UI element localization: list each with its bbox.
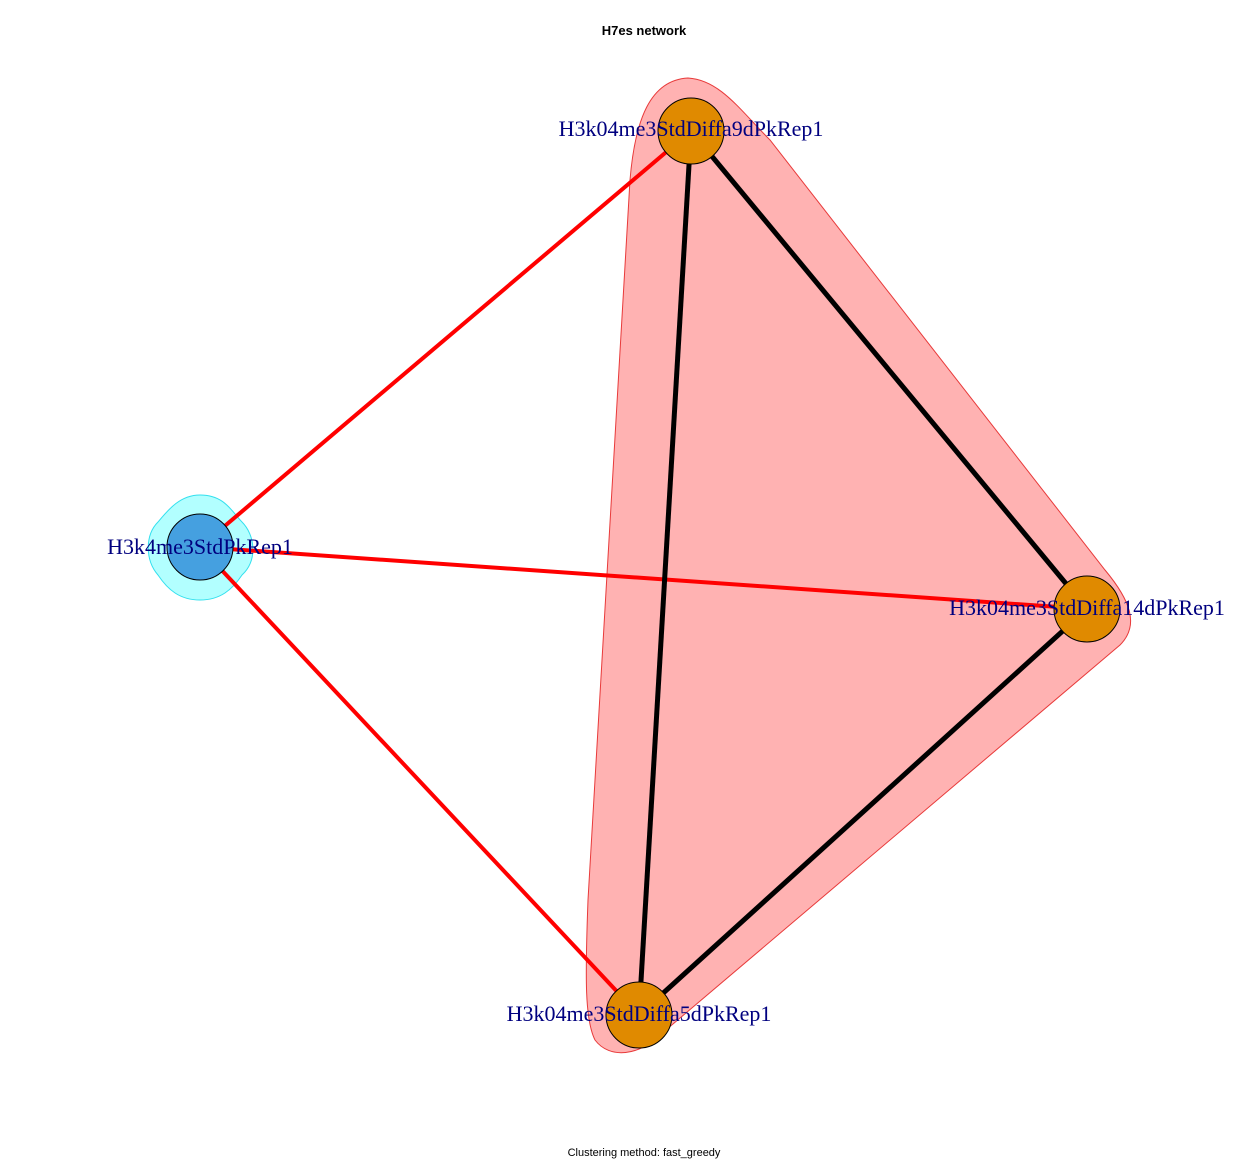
node-n_top — [657, 97, 725, 165]
node-n_bottom — [605, 981, 673, 1049]
figure-title: H7es network — [602, 23, 687, 38]
node-label-n_right: H3k04me3StdDiffa14dPkRep1 — [949, 595, 1225, 620]
node-n_right — [1053, 575, 1121, 643]
figure-subtitle: Clustering method: fast_greedy — [568, 1147, 721, 1159]
edges-layer — [198, 129, 1089, 1017]
nodes-layer — [166, 97, 1121, 1049]
edge-n_left-n_bottom — [198, 545, 641, 1017]
node-label-n_left: H3k4me3StdPkRep1 — [107, 534, 293, 559]
edge-n_left-n_top — [198, 129, 693, 549]
edge-n_top-n_bottom — [636, 130, 694, 1016]
cluster-hull-orange — [585, 77, 1132, 1054]
edge-n_left-n_right — [199, 545, 1088, 611]
edge-n_bottom-n_right — [637, 607, 1089, 1017]
node-label-n_bottom: H3k04me3StdDiffa5dPkRep1 — [507, 1001, 772, 1026]
node-label-n_top: H3k04me3StdDiffa9dPkRep1 — [559, 116, 824, 141]
node-n_left — [166, 513, 234, 581]
labels-layer: H3k04me3StdDiffa9dPkRep1H3k4me3StdPkRep1… — [107, 116, 1225, 1026]
edge-n_top-n_right — [689, 129, 1089, 611]
